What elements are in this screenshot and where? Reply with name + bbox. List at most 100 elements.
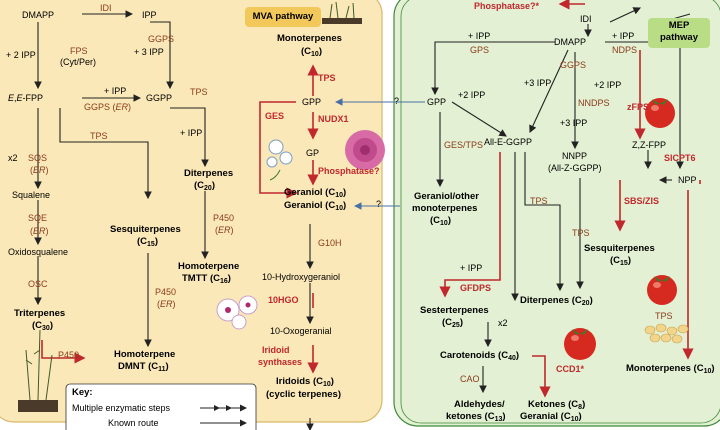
key-known-route: Known route [108, 418, 159, 428]
mep-geraniol-other-c10: (C10) [430, 215, 451, 228]
mva-dmnt: DMNT (C11) [118, 361, 169, 374]
mva-tps2: TPS [90, 131, 108, 141]
mva-cytper: (Cyt/Per) [60, 57, 96, 67]
mid-phosphatase: Phosphatase? [318, 166, 380, 176]
monoterpenes-top-c10: (C10) [301, 46, 322, 59]
mid-hydroxygeraniol: 10-Hydroxygeraniol [262, 272, 341, 282]
mep-plusipp3: + IPP [460, 263, 483, 273]
mep-pathway-label: MEP pathway [648, 18, 710, 48]
mid-q2: ? [376, 199, 382, 209]
mva-sqs: SQS [28, 153, 48, 163]
mid-nudx1: NUDX1 [318, 114, 349, 124]
mep-zfps: zFPS [627, 102, 650, 112]
mep-diterpenes: Diterpenes (C20) [520, 295, 593, 308]
mep-plus2ipp: +2 IPP [458, 90, 486, 100]
mep-geraniol-other-1: Geraniol/other [414, 191, 479, 202]
mep-panel-inner [400, 0, 720, 424]
mep-ccd1: CCD1* [556, 364, 585, 374]
mep-tps1: TPS [530, 196, 548, 206]
mva-p450-2: P450 [155, 287, 177, 297]
mva-plusipp2: + IPP [180, 128, 203, 138]
mid-geraniol1: Geraniol (C10) [284, 187, 347, 200]
mid-10hgo: 10HGO [268, 295, 299, 305]
mep-x2: x2 [498, 318, 508, 328]
mep-plus3ipp2: +3 IPP [560, 118, 588, 128]
mep-c15: (C15) [610, 255, 631, 268]
mep-sesquiterpenes: Sesquiterpenes [584, 243, 655, 254]
tomato-icon [647, 275, 677, 305]
mva-p450-3: P450 [58, 350, 80, 360]
mva-ipp: IPP [142, 10, 157, 20]
small-flower-icon [266, 139, 293, 181]
mep-gfdps: GFDPS [460, 283, 492, 293]
monoterpenes-top: Monoterpenes [277, 33, 342, 44]
mep-aldehydes-1: Aldehydes/ [454, 399, 505, 410]
mep-plus2ipp2: +2 IPP [594, 80, 622, 90]
mid-ges: GES [265, 111, 285, 121]
mva-diterpenes: Diterpenes [184, 168, 234, 179]
mva-tmtt: TMTT (C16) [182, 273, 231, 286]
mep-ketones-2: Geranial (C10) [520, 411, 582, 424]
mep-carotenoids: Carotenoids (C40) [440, 350, 520, 363]
mep-panel [393, 0, 720, 427]
plant-icon [18, 329, 58, 412]
mva-homoterpene2: Homoterpene [114, 349, 176, 360]
mva-ggps-top: GGPS [148, 34, 175, 44]
mid-geraniol2: Geraniol (C10) [284, 200, 347, 213]
key-multiple-steps: Multiple enzymatic steps [72, 403, 171, 413]
mep-plusipp-b: + IPP [612, 31, 635, 41]
mva-c30: (C30) [32, 320, 53, 333]
mid-g10h: G10H [318, 238, 342, 248]
mva-c15: (C15) [137, 236, 158, 249]
key-title: Key: [72, 387, 93, 398]
key-box [65, 383, 257, 430]
mep-ggps: GGPS [560, 60, 587, 70]
plant-icon [322, 1, 362, 24]
mva-p450-1-er: (ER) [215, 225, 234, 235]
mva-sqe-er: (ER) [30, 226, 49, 236]
mid-oxogeranial: 10-Oxogeranial [270, 326, 332, 336]
mva-pathway-label: MVA pathway [245, 7, 321, 27]
mva-sqe: SQE [28, 213, 48, 223]
seeds-icon [644, 323, 689, 344]
mid-gpp: GPP [302, 97, 322, 107]
mva-osc: OSC [28, 279, 48, 289]
tomato-icon [645, 98, 675, 128]
mep-gps: GPS [470, 45, 490, 55]
mid-q1: ? [394, 96, 400, 106]
mva-plusipp1: + IPP [104, 86, 127, 96]
mva-ggps2: GGPS (ER) [84, 102, 132, 112]
mva-plus3ipp: + 3 IPP [134, 47, 164, 57]
tomato-icon [564, 328, 596, 360]
mep-nndps: NNDPS [578, 98, 610, 108]
mva-plus2ipp: + 2 IPP [6, 50, 36, 60]
mep-tps3: TPS [655, 311, 673, 321]
mva-idi: IDI [100, 3, 112, 13]
mva-fps: FPS [70, 46, 88, 56]
mva-x2: x2 [8, 153, 18, 163]
mep-tps2: TPS [572, 228, 590, 238]
mep-allegpp: All-E-GGPP [484, 137, 533, 147]
mid-iridoids: Iridoids (C10) [276, 376, 334, 389]
mva-eefpp: E,E-FPP [8, 93, 44, 103]
mep-c25: (C25) [442, 317, 463, 330]
mep-slcpt6: SlCPT6 [664, 153, 696, 163]
mep-npp: NPP [678, 175, 697, 185]
mep-plus3ipp: +3 IPP [524, 78, 552, 88]
mep-pathway-text: MEP pathway [659, 20, 698, 43]
mep-ndps: NDPS [612, 45, 638, 55]
mep-allzggpp: (All-Z-GGPP) [548, 163, 602, 173]
mep-gestps: GES/TPS [444, 140, 484, 150]
mep-dmapp: DMAPP [554, 37, 587, 47]
mep-cao: CAO [460, 374, 480, 384]
mva-ggpp: GGPP [146, 93, 173, 103]
mva-p450-2-er: (ER) [157, 299, 176, 309]
mva-p450-1: P450 [213, 213, 235, 223]
mva-sesquiterpenes: Sesquiterpenes [110, 224, 181, 235]
periwinkle-flower-icon [216, 295, 258, 330]
mep-gpp: GPP [427, 97, 447, 107]
mep-sbszis: SBS/ZIS [624, 196, 660, 206]
mva-homoterpene1: Homoterpene [178, 261, 240, 272]
mva-triterpenes: Triterpenes [14, 308, 66, 319]
